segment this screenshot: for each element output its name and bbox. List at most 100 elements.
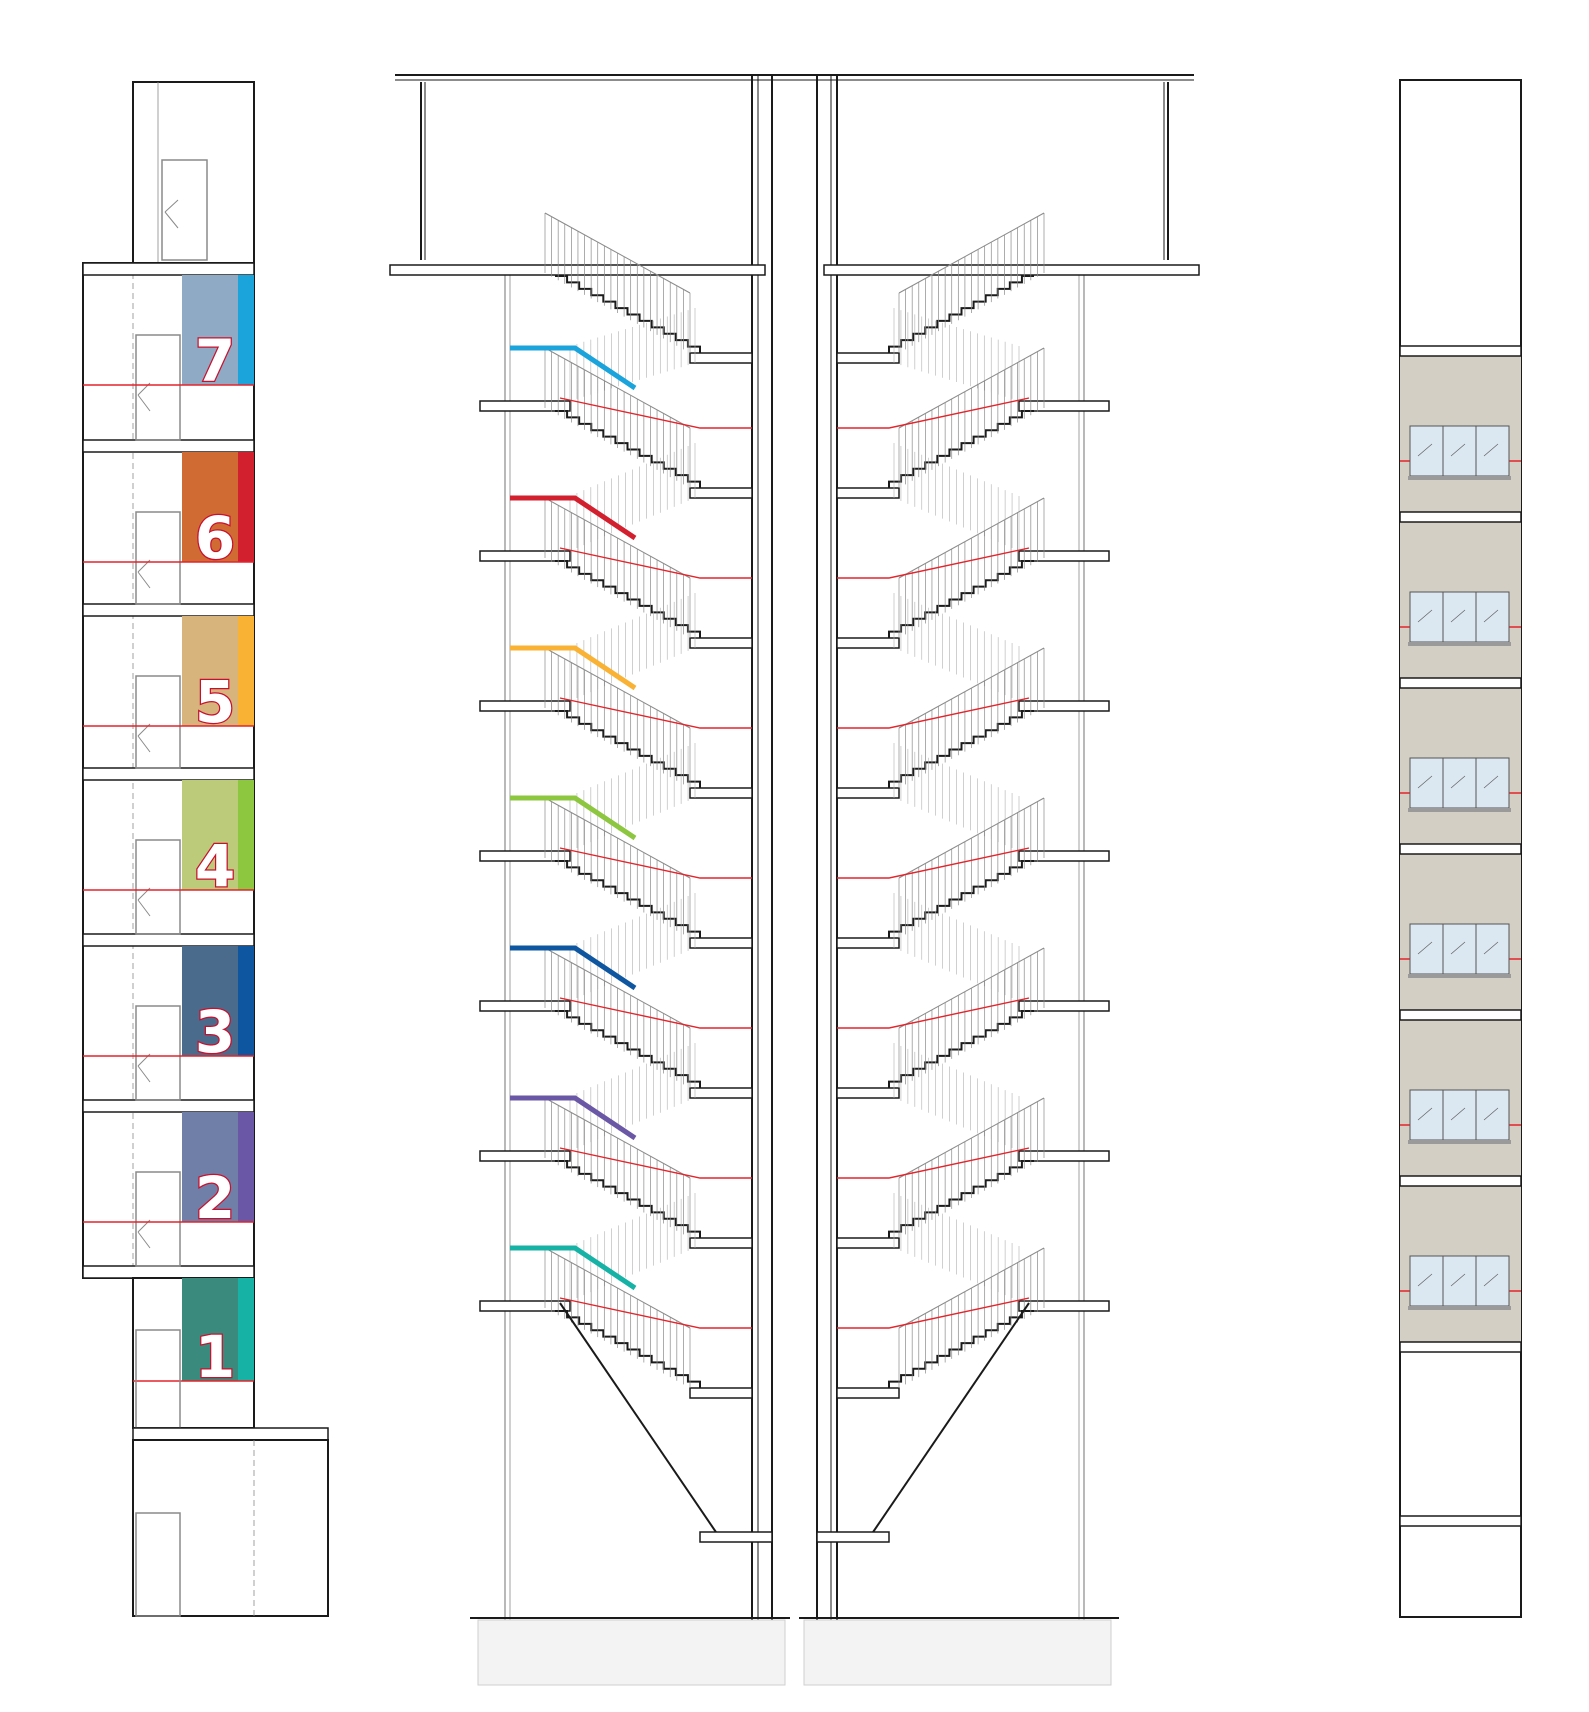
glass-reflection: [1483, 1107, 1499, 1121]
floor-number-5: 5: [195, 668, 235, 736]
floor-band: [1399, 677, 1522, 689]
stair-flight: [555, 1010, 701, 1088]
bottom-flight: [868, 1302, 1030, 1539]
floor-accent-strip: [238, 452, 254, 562]
balustrade: [898, 648, 1045, 788]
balustrade: [544, 1248, 691, 1388]
floor-band: [1399, 1175, 1522, 1187]
floor-number-2: 2: [195, 1164, 235, 1232]
stair-flight: [888, 1310, 1034, 1388]
upper-balustrade: [893, 593, 1020, 701]
mid-landing: [836, 1387, 900, 1399]
handrail-line: [559, 997, 752, 1029]
landing-slab: [1018, 700, 1110, 712]
base-door: [135, 1512, 181, 1617]
floor-band: [1399, 1341, 1522, 1353]
floor-accent-strip: [238, 946, 254, 1056]
rail-top: [898, 497, 1045, 579]
floor-color-panel: [182, 1278, 238, 1381]
stair-flight: [555, 275, 701, 353]
floor-slab: [82, 1099, 255, 1113]
rail-top: [898, 947, 1045, 1029]
glass-reflection: [1450, 1273, 1466, 1287]
upper-balustrade: [893, 1193, 1020, 1301]
mid-landing: [689, 1237, 753, 1249]
door: [135, 1171, 181, 1267]
mid-landing: [836, 352, 900, 364]
upper-balustrade: [893, 308, 1020, 401]
floor-color-rail-4: [510, 795, 637, 841]
window-sill: [1408, 642, 1511, 646]
ground-hatch: [803, 1619, 1112, 1686]
bottom-landing: [699, 1531, 773, 1543]
landing-slab: [1018, 1300, 1110, 1312]
glass-reflection: [1450, 941, 1466, 955]
floor-number-1: 1: [195, 1323, 235, 1391]
landing-slab: [479, 850, 571, 862]
handrail-line: [559, 1147, 752, 1179]
roof-door: [161, 159, 208, 261]
glass-reflection: [1483, 941, 1499, 955]
upper-balustrade: [893, 443, 1020, 551]
handrail-line: [837, 547, 1030, 579]
stair-flight: [555, 1310, 701, 1388]
mid-landing: [836, 787, 900, 799]
rail-top: [898, 347, 1045, 429]
floor-accent-strip: [238, 275, 254, 385]
stair-flight: [888, 860, 1034, 938]
rail-top: [544, 947, 691, 1029]
mid-landing: [689, 1087, 753, 1099]
glass-reflection: [1417, 443, 1433, 457]
handrail-line: [837, 697, 1030, 729]
rail-top: [898, 647, 1045, 729]
handrail-line: [559, 547, 752, 579]
glass-reflection: [1483, 443, 1499, 457]
floor-slab: [82, 603, 255, 617]
stair-flight: [555, 860, 701, 938]
mid-landing: [836, 487, 900, 499]
balustrade: [898, 798, 1045, 938]
rail-top: [544, 1247, 691, 1329]
window-sill: [1408, 1140, 1511, 1144]
rail-top: [544, 347, 691, 429]
window-sill: [1408, 808, 1511, 812]
landing-slab: [1018, 1150, 1110, 1162]
door: [135, 675, 181, 769]
window-sill: [1408, 1306, 1511, 1310]
glass-pane: [1442, 923, 1477, 975]
door: [135, 511, 181, 605]
stair-flight: [555, 560, 701, 638]
floor-color-rail-3: [510, 945, 637, 991]
landing-slab: [479, 1300, 571, 1312]
glass-reflection: [1483, 609, 1499, 623]
handrail-line: [837, 997, 1030, 1029]
top-floor-slab: [389, 264, 766, 276]
floor-number-6: 6: [195, 504, 235, 572]
floor-slab: [82, 1265, 255, 1279]
balustrade: [898, 948, 1045, 1088]
balustrade: [898, 498, 1045, 638]
glass-pane: [1475, 591, 1510, 643]
glass-pane: [1442, 425, 1477, 477]
upper-balustrade: [893, 893, 1020, 1001]
rail-top: [544, 497, 691, 579]
balustrade: [898, 1248, 1045, 1388]
floor-color-rail-6: [510, 495, 637, 541]
handrail-line: [559, 847, 752, 879]
door: [135, 839, 181, 935]
floor-color-rail-2: [510, 1095, 637, 1141]
floor-number-7: 7: [195, 327, 235, 395]
upper-balustrade: [893, 743, 1020, 851]
handrail-line: [837, 1147, 1030, 1179]
door: [135, 1005, 181, 1101]
glass-reflection: [1483, 775, 1499, 789]
top-floor-slab: [823, 264, 1200, 276]
floor-band: [1399, 843, 1522, 855]
glass-pane: [1409, 425, 1444, 477]
handrail-line: [559, 697, 752, 729]
balustrade: [544, 348, 691, 488]
door: [135, 334, 181, 441]
rail-top: [898, 212, 1045, 294]
